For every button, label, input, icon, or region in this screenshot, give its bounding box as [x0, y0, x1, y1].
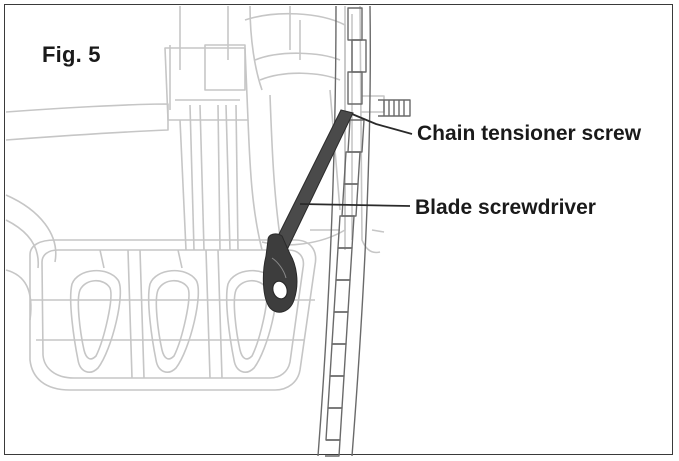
blade-screwdriver-tool — [262, 109, 354, 313]
chain-tensioner-screw-label: Chain tensioner screw — [417, 122, 642, 145]
chain-and-screw — [317, 5, 411, 457]
blade-leader-line — [299, 203, 411, 207]
callout-leaders — [299, 113, 413, 207]
saw-housing — [5, 5, 385, 391]
tensioner-leader-line — [351, 113, 413, 135]
figure-label: Fig. 5 — [42, 42, 101, 67]
blade-screwdriver-label: Blade screwdriver — [415, 196, 596, 219]
